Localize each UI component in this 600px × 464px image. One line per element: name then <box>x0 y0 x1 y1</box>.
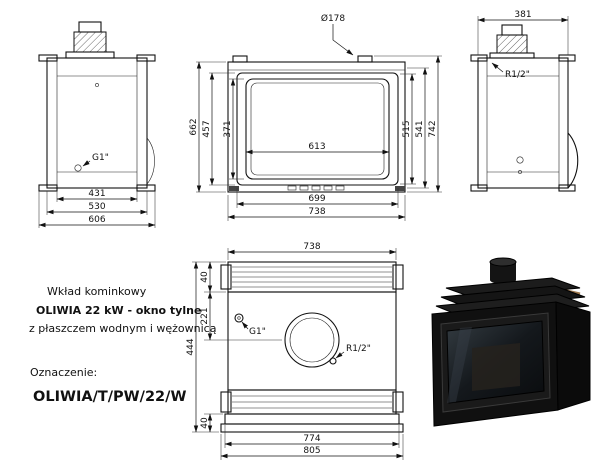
side-view-left: G1" 431 530 606 <box>38 21 156 228</box>
flue-leader <box>332 24 354 56</box>
dim-774: 774 <box>303 434 320 444</box>
door-handle-curve-right <box>567 132 579 189</box>
dim-530: 530 <box>88 202 105 212</box>
dim-613: 613 <box>308 142 325 152</box>
flue-circle-inner <box>289 317 335 363</box>
dim-699: 699 <box>308 194 325 204</box>
dim-805: 805 <box>303 446 320 456</box>
dim-662: 662 <box>189 118 199 135</box>
front-view: Ø178 662 457 371 613 515 541 742 <box>189 13 442 221</box>
dim-541: 541 <box>415 120 425 137</box>
render-3d <box>431 257 591 427</box>
g1-leader-plan <box>241 321 249 330</box>
front-foot-right <box>395 186 405 191</box>
flue-stub-top <box>78 21 102 33</box>
dim-515: 515 <box>402 120 412 137</box>
designation-label: Oznaczenie: <box>30 366 97 379</box>
plan-body <box>227 291 397 391</box>
render-flue <box>490 262 516 280</box>
side-left-g1-label: G1" <box>92 153 109 163</box>
dim-738-front: 738 <box>308 207 325 217</box>
door-frame <box>236 72 399 186</box>
dim-444: 444 <box>186 338 196 355</box>
top-r12-label: R1/2" <box>346 344 371 354</box>
door-handle-curve <box>146 137 155 185</box>
g1-port-circle <box>74 164 82 172</box>
dim-221: 221 <box>200 307 210 324</box>
glass-window <box>245 78 390 180</box>
dim-431: 431 <box>88 189 105 199</box>
flue-stub-hatched-right <box>496 34 528 54</box>
r12-leader-plan <box>335 351 345 359</box>
render-body-side <box>555 301 591 411</box>
front-view-geometry <box>227 55 406 193</box>
dim-738-top: 738 <box>303 242 320 252</box>
render-firebox-hint <box>472 343 520 391</box>
designation-value: OLIWIA/T/PW/22/W <box>33 389 186 405</box>
dim-40-top: 40 <box>200 271 210 283</box>
g1-leader <box>82 160 91 167</box>
info-block: Wkład kominkowy OLIWIA 22 kW - okno tyln… <box>29 285 217 405</box>
front-plate-inner <box>224 413 400 425</box>
top-view: G1" R1/2" 738 40 221 40 444 774 805 <box>186 242 404 460</box>
front-body-outline <box>227 61 406 193</box>
side-view-right-geometry <box>470 24 579 192</box>
side-left-body-outline <box>46 57 148 189</box>
top-g1-label: G1" <box>249 327 266 337</box>
side-right-body-outline <box>477 57 569 189</box>
front-plate-outer <box>220 423 404 433</box>
flue-stub-top-right <box>501 24 523 36</box>
dim-381: 381 <box>514 10 531 20</box>
dim-flue-diameter: Ø178 <box>321 13 346 24</box>
dim-742: 742 <box>428 120 438 137</box>
r12-leader-right-view <box>491 62 504 73</box>
top-view-geometry <box>220 261 404 433</box>
product-description: z płaszczem wodnym i wężownicą <box>29 322 217 335</box>
side-right-r12-label: R1/2" <box>505 70 530 80</box>
side-view-left-geometry <box>38 21 156 192</box>
product-name: OLIWIA 22 kW - okno tylne <box>36 304 201 317</box>
dim-371: 371 <box>223 120 233 137</box>
dim-40-bottom: 40 <box>200 417 210 429</box>
product-type: Wkład kominkowy <box>47 285 147 298</box>
dim-457: 457 <box>202 120 212 137</box>
g1-port-plan <box>234 313 244 323</box>
dim-606: 606 <box>88 215 105 225</box>
flue-circle-outer <box>284 312 340 368</box>
r12-port-plan <box>329 357 337 365</box>
render-glass-glare <box>447 327 472 403</box>
side-view-right: 381 R1/2" <box>470 10 579 192</box>
flue-stub-hatched <box>73 31 107 53</box>
front-foot-left <box>229 186 239 191</box>
